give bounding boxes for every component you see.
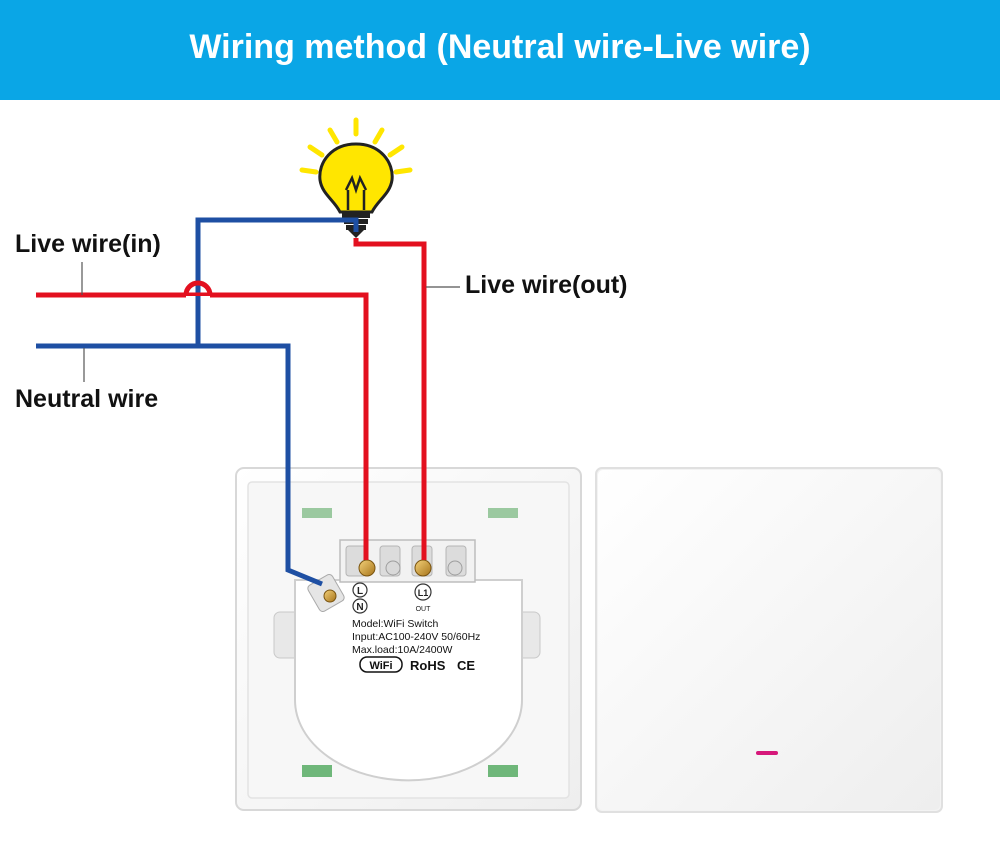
ce-mark: CE bbox=[457, 658, 475, 673]
terminal-n-label: N bbox=[356, 602, 363, 613]
terminal-l-label: L bbox=[357, 586, 363, 597]
spec-model: Model:WiFi Switch bbox=[352, 618, 439, 630]
live-wire-out-label: Live wire(out) bbox=[465, 271, 628, 299]
live-wire bbox=[36, 238, 427, 560]
spec-max-load: Max.load:10A/2400W bbox=[352, 644, 452, 656]
neutral-wire-label: Neutral wire bbox=[15, 385, 159, 413]
light-bulb-icon bbox=[299, 117, 413, 238]
spec-input: Input:AC100-240V 50/60Hz bbox=[352, 631, 480, 643]
page-title: Wiring method (Neutral wire-Live wire) bbox=[189, 28, 811, 66]
live-wire-in-label: Live wire(in) bbox=[15, 230, 161, 258]
terminal-l1-label: L1 bbox=[418, 588, 429, 598]
wifi-logo: WiFi bbox=[369, 660, 392, 672]
header-banner: Wiring method (Neutral wire-Live wire) bbox=[0, 0, 1000, 100]
indicator-led bbox=[756, 751, 778, 755]
switch-front-panel bbox=[595, 467, 943, 813]
label-leader-lines bbox=[81, 262, 460, 382]
rohs-mark: RoHS bbox=[410, 658, 446, 673]
switch-back-plate bbox=[235, 467, 582, 811]
terminal-out-label: OUT bbox=[416, 606, 432, 613]
wifi-logo-badge bbox=[359, 656, 403, 673]
